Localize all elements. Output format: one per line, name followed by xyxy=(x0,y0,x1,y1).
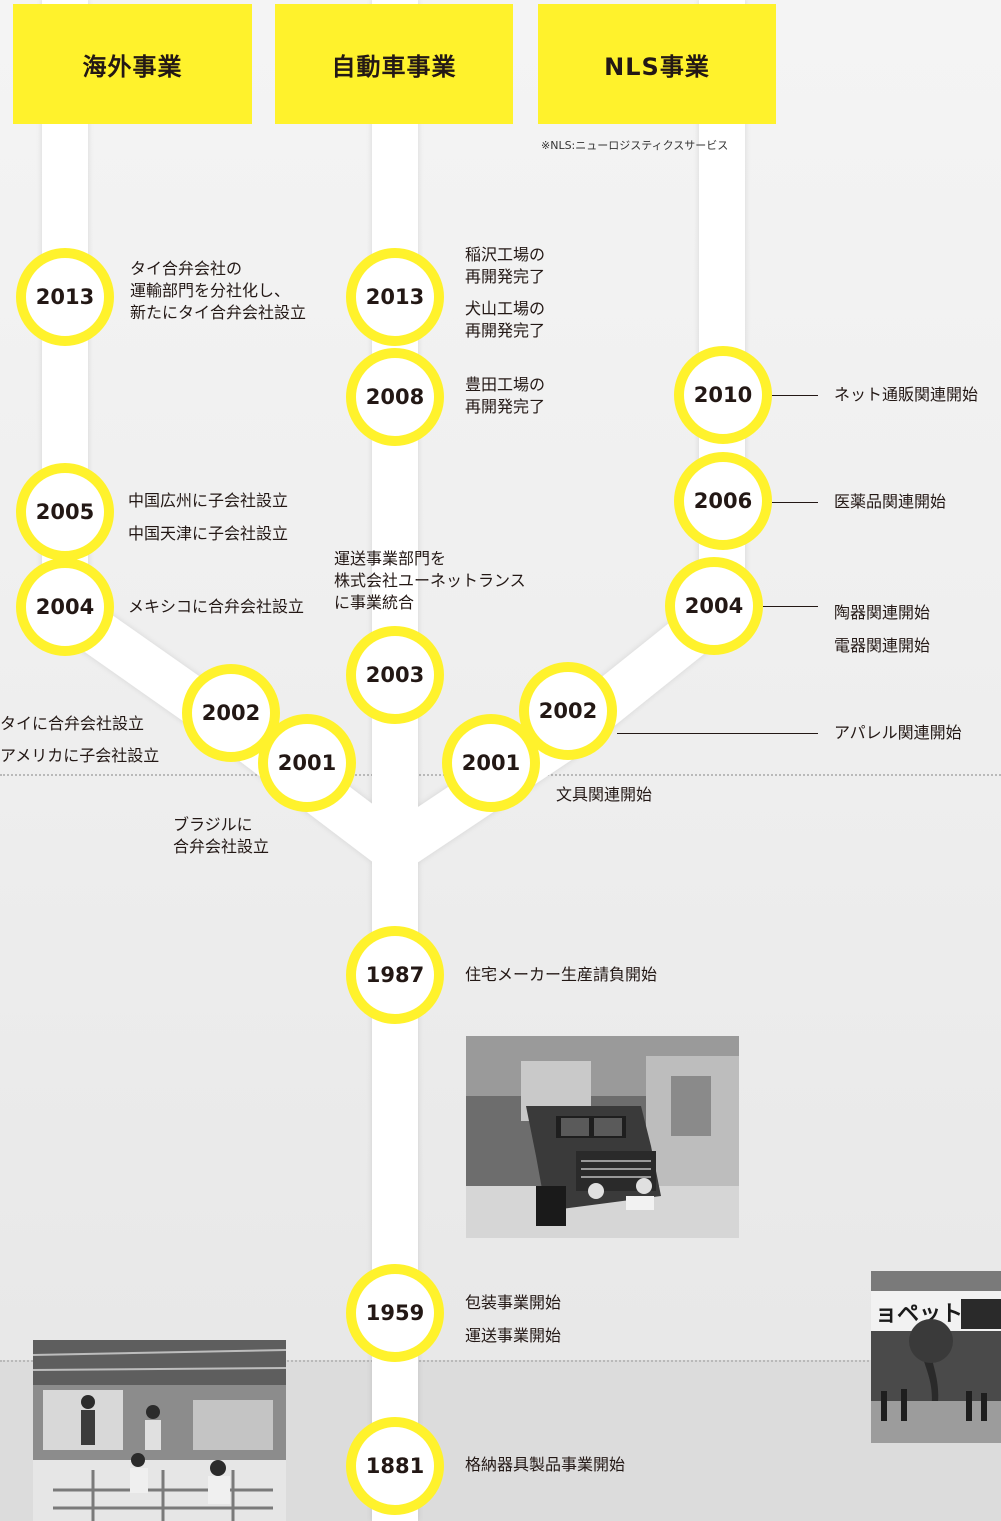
year-badge-nls-2006: 2006 xyxy=(674,452,772,550)
event-auto-2013: 稲沢工場の再開発完了 犬山工場の再開発完了 xyxy=(465,245,546,340)
header-overseas: 海外事業 xyxy=(13,4,252,124)
nls-footnote: ※NLS:ニューロジスティクスサービス xyxy=(541,139,729,152)
event-overseas-2013: タイ合弁会社の運輸部門を分社化し、新たにタイ合弁会社設立 xyxy=(130,259,307,322)
year-badge-overseas-2013: 2013 xyxy=(16,248,114,346)
year-badge-auto-2003: 2003 xyxy=(346,626,444,724)
leader-nls-2004 xyxy=(763,606,818,607)
year-badge-overseas-2002: 2002 xyxy=(182,664,280,762)
event-overseas-2002: タイに合弁会社設立 xyxy=(0,714,145,733)
year-badge-nls-2010: 2010 xyxy=(674,346,772,444)
year-badge-overseas-2001: 2001 xyxy=(258,714,356,812)
factory-photo xyxy=(33,1340,286,1521)
year-badge-1881: 1881 xyxy=(346,1417,444,1515)
event-nls-2001: 文具関連開始 xyxy=(556,785,653,804)
event-1959: 包装事業開始運送事業開始 xyxy=(465,1293,562,1345)
divider-lower xyxy=(0,1360,1001,1362)
event-auto-2003: 運送事業部門を株式会社ユーネットランスに事業統合 xyxy=(334,549,526,612)
leader-nls-2006 xyxy=(772,502,818,503)
event-overseas-2005: 中国広州に子会社設立中国天津に子会社設立 xyxy=(128,491,289,543)
event-1987: 住宅メーカー生産請負開始 xyxy=(465,965,658,984)
store-photo: ョペット xyxy=(871,1271,1001,1443)
year-badge-overseas-2005: 2005 xyxy=(16,463,114,561)
event-overseas-2001: アメリカに子会社設立 xyxy=(0,746,160,765)
event-auto-2008: 豊田工場の再開発完了 xyxy=(465,375,546,416)
event-nls-2010: ネット通販関連開始 xyxy=(834,385,979,404)
event-nls-2006: 医薬品関連開始 xyxy=(834,492,947,511)
year-badge-nls-2004: 2004 xyxy=(665,557,763,655)
header-nls: NLS事業 xyxy=(538,4,776,124)
event-overseas-brazil: ブラジルに合弁会社設立 xyxy=(173,815,270,856)
leader-nls-2010 xyxy=(772,395,818,396)
year-badge-auto-2013: 2013 xyxy=(346,248,444,346)
year-badge-overseas-2004: 2004 xyxy=(16,558,114,656)
truck-photo xyxy=(466,1036,739,1238)
year-badge-1959: 1959 xyxy=(346,1264,444,1362)
event-nls-2004: 陶器関連開始電器関連開始 xyxy=(834,603,931,655)
header-auto: 自動車事業 xyxy=(275,4,513,124)
event-nls-2002: アパレル関連開始 xyxy=(834,723,962,742)
leader-nls-2002 xyxy=(617,733,818,734)
year-badge-auto-2008: 2008 xyxy=(346,348,444,446)
year-badge-nls-2001: 2001 xyxy=(442,714,540,812)
event-overseas-2004: メキシコに合弁会社設立 xyxy=(128,597,305,616)
year-badge-1987: 1987 xyxy=(346,926,444,1024)
event-1881: 格納器具製品事業開始 xyxy=(465,1455,626,1474)
